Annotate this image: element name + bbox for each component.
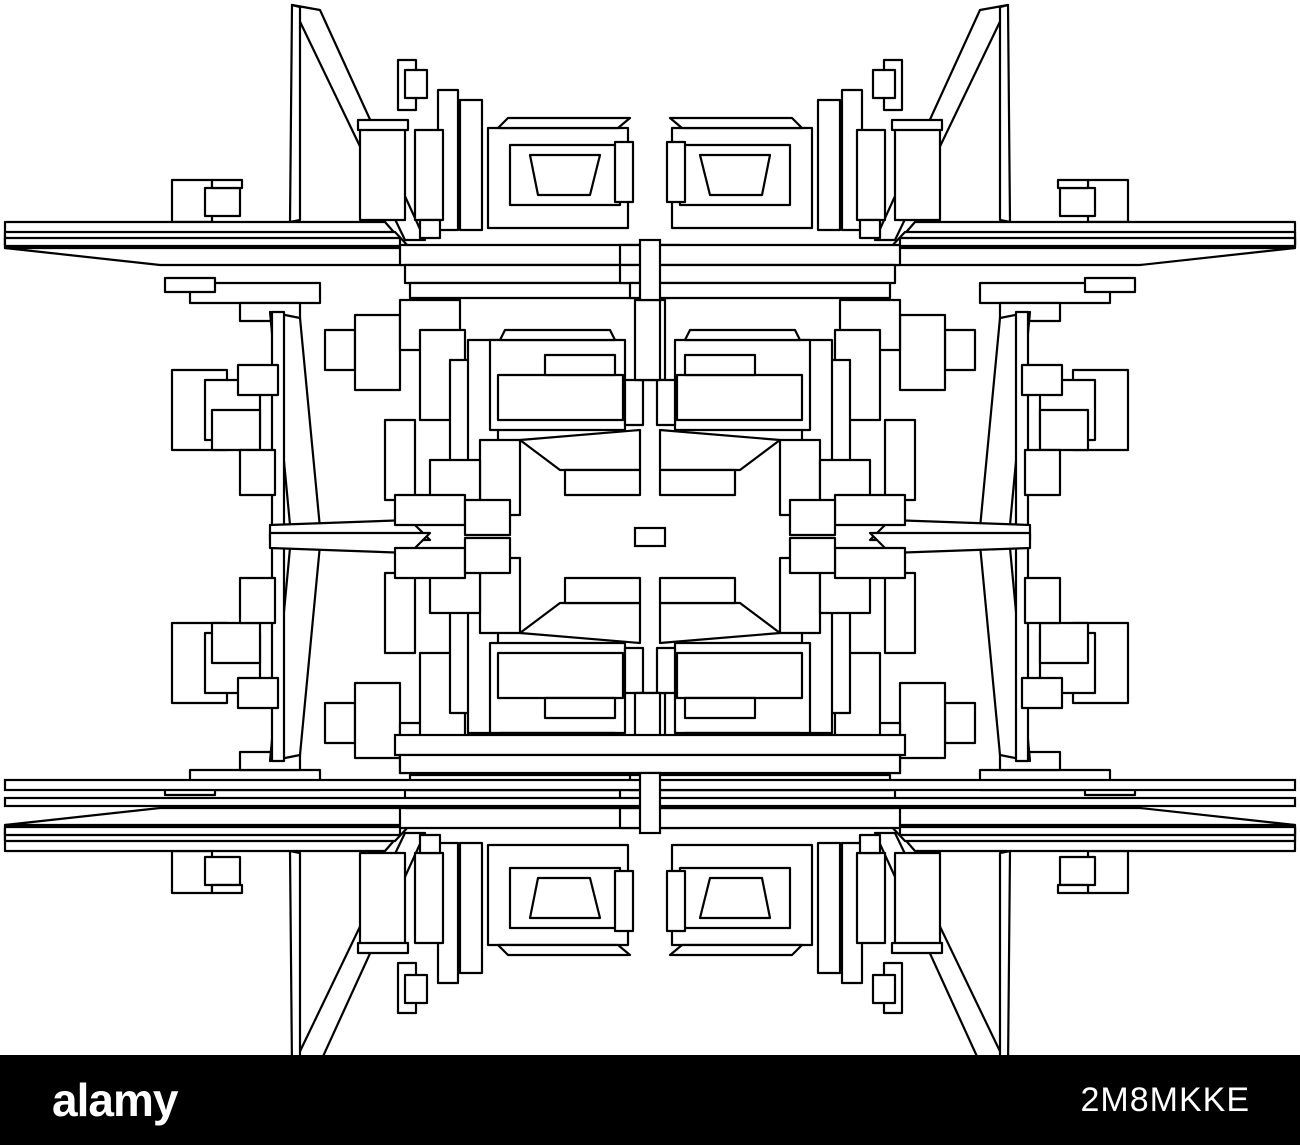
- image-id: 2M8MKKE: [1080, 1080, 1250, 1119]
- brand-logo: alamy: [52, 1073, 178, 1127]
- watermark-footer: alamy 2M8MKKE: [0, 1055, 1300, 1145]
- brand-logo-text: alamy: [52, 1074, 178, 1126]
- structure-quadrant-bottom-right: [618, 531, 1297, 1055]
- structure-quadrant-top-right: [618, 3, 1297, 542]
- structure-quadrant-bottom-left: [3, 531, 682, 1055]
- structure-quadrant-top-left: [3, 3, 682, 542]
- central-decks: [3, 238, 1297, 835]
- line-art-illustration: [3, 3, 1297, 1055]
